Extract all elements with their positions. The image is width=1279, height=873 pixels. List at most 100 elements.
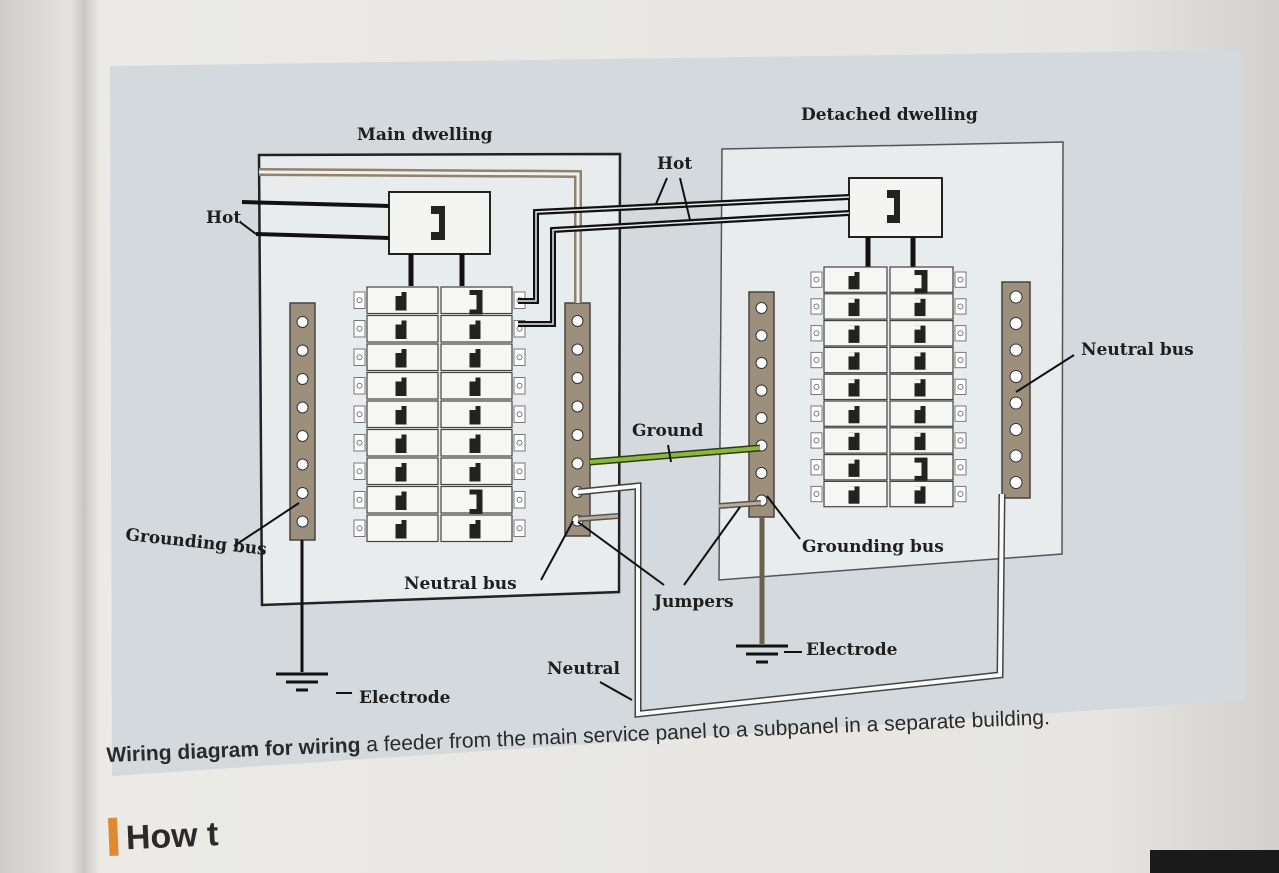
main-breaker-stack — [353, 286, 526, 543]
bus-terminal-screw — [571, 429, 584, 441]
bus-terminal-screw — [755, 412, 768, 424]
bus-terminal-screw — [571, 400, 584, 413]
circuit-breaker — [366, 514, 439, 543]
breaker-toggle-icon — [914, 298, 926, 317]
bus-terminal-screw — [571, 457, 584, 470]
breaker-toggle-icon — [469, 520, 481, 539]
circuit-breaker — [440, 428, 513, 457]
circuit-breaker — [823, 454, 888, 481]
bus-terminal-screw — [1009, 396, 1023, 410]
breaker-toggle-icon — [395, 434, 407, 453]
breaker-toggle-icon — [395, 320, 407, 339]
jumpers-label: Jumpers — [652, 592, 734, 612]
circuit-breaker — [440, 400, 513, 429]
ground-label: Ground — [632, 421, 704, 441]
dark-image-corner — [1150, 850, 1279, 873]
breaker-toggle-icon — [395, 463, 407, 482]
circuit-breaker — [366, 457, 439, 486]
electrode-label-detached: Electrode — [806, 640, 898, 660]
grounding-bus-label-detached: Grounding bus — [802, 537, 944, 557]
main-neutral-bus — [564, 302, 591, 537]
breaker-toggle-icon — [395, 349, 407, 368]
hot-label-top: Hot — [657, 154, 692, 174]
circuit-breaker — [889, 480, 954, 508]
circuit-breaker — [823, 293, 888, 320]
main-panel-box — [257, 152, 622, 607]
bus-terminal-screw — [296, 373, 309, 385]
detached-breaker-stack — [810, 266, 967, 508]
section-heading: How t — [108, 813, 219, 859]
bus-terminal-screw — [1009, 449, 1023, 463]
service-hot-wires — [241, 200, 390, 240]
bus-terminal-screw — [755, 329, 768, 342]
detached-jumper — [718, 500, 762, 509]
bus-terminal-screw — [1009, 317, 1023, 330]
circuit-breaker — [889, 427, 954, 454]
circuit-breaker — [366, 343, 439, 372]
bus-terminal-screw — [571, 315, 584, 327]
breaker-toggle-icon — [469, 406, 481, 425]
circuit-breaker — [823, 480, 888, 508]
bus-terminal-screw — [296, 430, 309, 442]
neutral-label: Neutral — [547, 659, 621, 679]
bus-terminal-screw — [296, 458, 309, 471]
circuit-breaker — [889, 346, 954, 374]
breaker-toggle-icon — [848, 486, 860, 504]
main-disconnect-handle-icon — [431, 206, 445, 240]
breaker-toggle-icon — [469, 320, 481, 339]
breaker-toggle-icon — [848, 379, 860, 397]
bus-terminal-screw — [1009, 476, 1023, 489]
circuit-breaker — [889, 454, 954, 481]
detached-disconnect-handle-icon — [887, 190, 900, 223]
breaker-toggle-icon — [395, 292, 407, 311]
breaker-toggle-icon — [848, 325, 860, 343]
main-grounding-bus — [289, 302, 316, 541]
circuit-breaker — [440, 343, 513, 372]
heading-accent-bar — [108, 817, 119, 856]
breaker-toggle-icon — [914, 406, 926, 424]
breaker-toggle-icon — [914, 432, 926, 451]
circuit-breaker — [440, 457, 513, 486]
breaker-toggle-icon — [395, 491, 407, 510]
neutral-bus-label-main: Neutral bus — [404, 574, 517, 594]
circuit-breaker — [366, 485, 439, 514]
bus-terminal-screw — [296, 316, 309, 328]
circuit-breaker — [889, 266, 954, 294]
detached-neutral-bus — [1001, 281, 1031, 499]
bus-terminal-screw — [296, 487, 309, 499]
circuit-breaker — [823, 427, 888, 454]
circuit-breaker — [366, 428, 439, 457]
bus-terminal-screw — [1009, 290, 1023, 304]
circuit-breaker — [823, 320, 888, 347]
neutral-feeder-wire — [577, 482, 1006, 718]
service-neutral-wire — [258, 168, 582, 303]
bus-terminal-screw — [571, 372, 584, 384]
bus-terminal-screw — [571, 343, 584, 356]
heading-text: How t — [125, 815, 220, 858]
breaker-toggle-icon — [914, 352, 926, 370]
bus-terminal-screw — [296, 401, 309, 414]
bus-terminal-screw — [1009, 370, 1023, 383]
bus-terminal-screw — [755, 302, 768, 314]
bus-terminal-screw — [755, 384, 768, 397]
bus-terminal-screw — [1009, 343, 1023, 357]
circuit-breaker — [889, 320, 954, 347]
breaker-toggle-icon — [914, 379, 926, 397]
circuit-breaker — [366, 400, 439, 429]
detached-grounding-bus — [748, 291, 775, 518]
breaker-toggle-icon — [848, 406, 860, 424]
circuit-breaker — [823, 266, 888, 293]
circuit-breaker — [366, 371, 439, 400]
breaker-toggle-icon — [469, 349, 481, 368]
breaker-toggle-icon — [914, 325, 926, 343]
circuit-breaker — [440, 514, 513, 543]
circuit-breaker — [366, 314, 439, 343]
neutral-bus-label-detached: Neutral bus — [1081, 340, 1194, 360]
circuit-breaker — [889, 373, 954, 401]
breaker-toggle-icon — [469, 434, 481, 453]
breaker-toggle-icon — [395, 406, 407, 425]
breaker-toggle-icon — [395, 520, 407, 539]
breaker-toggle-icon — [848, 298, 860, 317]
